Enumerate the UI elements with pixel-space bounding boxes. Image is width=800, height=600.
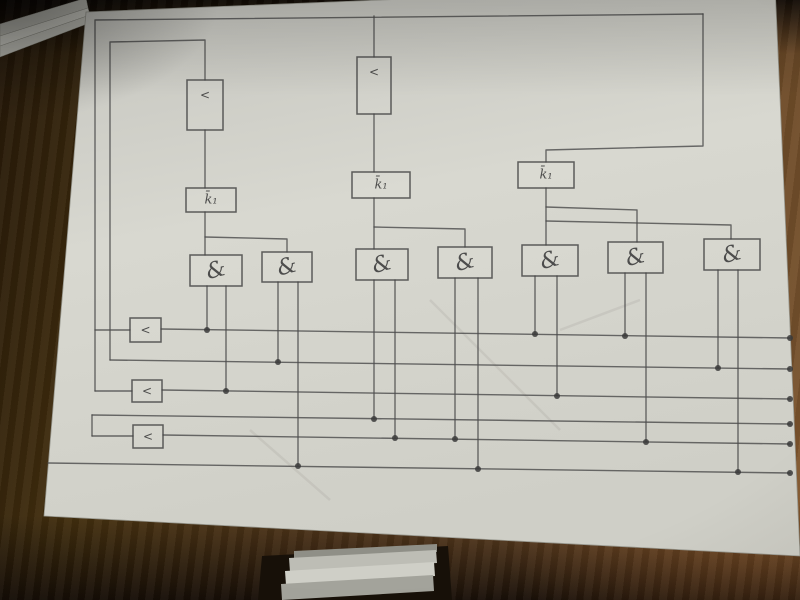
buffer-top-mid-box [356, 56, 392, 115]
buffer-left-3-label: < [143, 430, 153, 444]
connection-dot [787, 441, 793, 447]
buffer-left-3-box [132, 424, 164, 449]
wire-segment [160, 328, 791, 339]
connection-dot [787, 421, 793, 427]
wire-segment [545, 206, 638, 243]
wire-segment [161, 389, 791, 400]
wire-segment [204, 236, 288, 253]
wire-segment [91, 414, 791, 425]
buffer-left-2-label: < [142, 384, 152, 398]
wire-segment [545, 220, 732, 240]
not-k1-left-label: k̄₁ [204, 191, 217, 208]
not-k1-right-box [517, 161, 575, 189]
circuit-drawing: <<k̄₁k̄₁k̄₁&&&&&&&<<< [47, 13, 793, 476]
connection-dot [475, 466, 481, 472]
paper-stack-bottom [258, 544, 452, 600]
wire-segment [94, 13, 704, 392]
connection-dot [643, 439, 649, 445]
not-k1-right-label: k̄₁ [539, 166, 552, 183]
connection-dot [371, 416, 377, 422]
connection-dot [735, 469, 741, 475]
wire-segment [373, 226, 466, 248]
not-k1-left-box [185, 187, 237, 213]
connection-dot [787, 396, 793, 402]
not-k1-mid-label: k̄₁ [374, 176, 387, 193]
connection-dot [787, 366, 793, 372]
connection-dot [204, 327, 210, 333]
wire-segment [109, 39, 206, 361]
and-gate-6-box [607, 241, 664, 274]
and-gate-1-box [189, 254, 243, 287]
buffer-left-2-box [131, 379, 163, 403]
paper-sheet [43, 0, 800, 557]
and-gate-5-box [521, 244, 579, 277]
wire-segment [162, 434, 791, 445]
paper-stack-top-left [0, 0, 93, 58]
connection-dot [392, 435, 398, 441]
connection-dot [622, 333, 628, 339]
buffer-left-1-label: < [140, 323, 150, 337]
connection-dot [452, 436, 458, 442]
buffer-left-1-box [129, 317, 162, 343]
connection-dot [554, 393, 560, 399]
buffer-top-left-label: < [200, 88, 210, 102]
connection-dot [223, 388, 229, 394]
buffer-top-left-box [186, 79, 224, 131]
and-gate-4-box [437, 246, 493, 279]
connection-dot [787, 335, 793, 341]
and-gate-2-box [261, 251, 313, 283]
and-gate-7-box [703, 238, 761, 271]
connection-dot [787, 470, 793, 476]
wire-segment [545, 13, 704, 163]
connection-dot [715, 365, 721, 371]
wire-segment [47, 462, 791, 474]
connection-dot [295, 463, 301, 469]
buffer-top-mid-label: < [369, 65, 379, 79]
wire-segment [109, 359, 791, 370]
connection-dot [275, 359, 281, 365]
not-k1-mid-box [351, 171, 411, 199]
and-gate-3-box [355, 248, 409, 281]
connection-dot [532, 331, 538, 337]
